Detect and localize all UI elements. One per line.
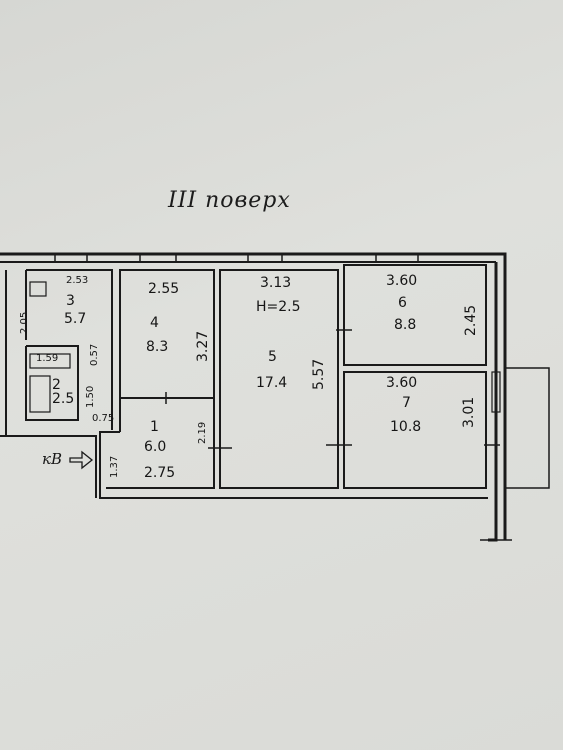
room-3-walls xyxy=(25,269,113,430)
entrance-arrow xyxy=(69,450,94,470)
room-2-area: 2.5 xyxy=(52,391,75,407)
entrance-label: кВ xyxy=(42,450,62,468)
door-marks xyxy=(165,329,512,541)
room-3-area: 5.7 xyxy=(64,311,87,327)
dim-r6-top: 3.60 xyxy=(386,273,418,289)
dim-closet-door: 0.75 xyxy=(92,413,115,424)
dim-bath-side: 0.57 xyxy=(89,343,100,366)
dim-r4-top: 2.55 xyxy=(148,281,180,297)
floor-title: III поверх xyxy=(168,188,291,213)
bath-fixture xyxy=(29,353,71,369)
room-5-number: 5 xyxy=(268,349,277,365)
room-3-number: 3 xyxy=(66,293,75,309)
stove-grid xyxy=(29,281,47,297)
dim-r3-side: 2.05 xyxy=(19,311,30,334)
dim-r6-side: 2.45 xyxy=(463,304,479,336)
room-7-area: 10.8 xyxy=(390,419,422,435)
dim-r7-top: 3.60 xyxy=(386,375,418,391)
room-5-area: 17.4 xyxy=(256,375,288,391)
toilet-block xyxy=(29,375,51,413)
room-6-number: 6 xyxy=(398,295,407,311)
dim-r3-top: 2.53 xyxy=(66,275,89,286)
room-1-walls xyxy=(99,398,488,499)
room-2-number: 2 xyxy=(52,377,61,393)
dim-entry-side: 1.37 xyxy=(109,455,120,478)
balcony-door xyxy=(491,371,501,413)
dim-bath-w: 1.59 xyxy=(36,353,59,364)
room-6-area: 8.8 xyxy=(394,317,417,333)
dim-hall-side: 2.19 xyxy=(197,421,208,444)
room-1-area: 6.0 xyxy=(144,439,167,455)
left-edge-wall xyxy=(0,270,97,498)
room-7-walls xyxy=(343,371,487,489)
room-5-walls xyxy=(219,269,339,489)
dim-r5-side: 5.57 xyxy=(311,358,327,390)
room-4-area: 8.3 xyxy=(146,339,169,355)
dim-r7-side: 3.01 xyxy=(461,396,477,428)
room-6-walls xyxy=(343,264,487,366)
room-1-number: 1 xyxy=(150,419,159,435)
top-windows xyxy=(54,253,419,263)
room-4-walls xyxy=(119,269,215,399)
room-7-number: 7 xyxy=(402,395,411,411)
dim-closet-w: 1.50 xyxy=(85,385,96,408)
dim-r4-side: 3.27 xyxy=(195,330,211,362)
room-4-number: 4 xyxy=(150,315,159,331)
balcony xyxy=(504,367,550,489)
room-5-height: H=2.5 xyxy=(256,299,301,315)
dim-r5-top: 3.13 xyxy=(260,275,292,291)
dim-hall-bottom: 2.75 xyxy=(144,465,176,481)
